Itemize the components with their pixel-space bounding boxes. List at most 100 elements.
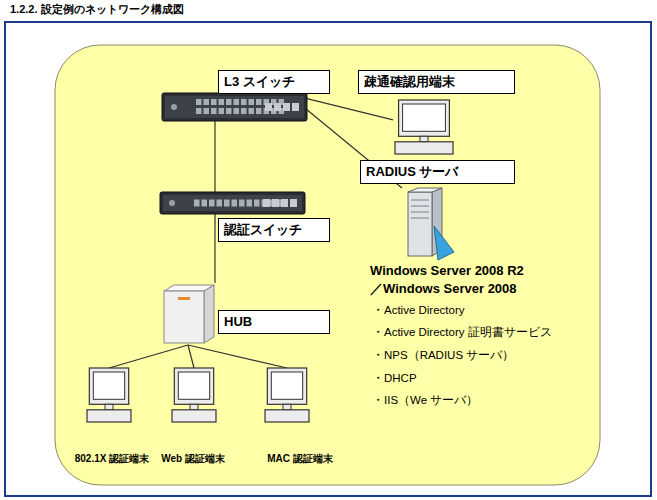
device-node: 疎通確認用端末 <box>393 100 455 155</box>
monitor-screen <box>403 104 446 131</box>
switch-uplink <box>263 199 270 207</box>
server-slot <box>411 200 429 201</box>
switch-port <box>211 99 217 105</box>
switch-port <box>256 108 262 114</box>
pc-base <box>265 410 309 422</box>
server-slot <box>411 206 429 207</box>
switch-port <box>234 99 240 105</box>
service-item: ・DHCP <box>372 370 417 386</box>
monitor-neck <box>283 404 291 410</box>
network-cable <box>214 121 215 192</box>
switch-port <box>239 200 245 207</box>
server-slot <box>411 212 429 213</box>
switch-port <box>226 99 232 105</box>
network-cable <box>188 345 287 368</box>
hub-logo <box>178 297 190 300</box>
switch-body <box>160 192 305 214</box>
device-label: 認証スイッチ <box>218 218 330 242</box>
terminal-label: Web 認証端末 <box>153 452 233 466</box>
monitor-neck <box>190 404 198 410</box>
monitor-case <box>174 368 213 404</box>
device-label: 疎通確認用端末 <box>358 70 515 94</box>
network-cable <box>188 345 194 368</box>
server-badge <box>434 226 454 260</box>
switch-port <box>241 99 247 105</box>
switch-port <box>232 200 238 207</box>
monitor-case <box>399 100 450 136</box>
device-label: L3 スイッチ <box>218 70 330 94</box>
switch-port <box>196 108 202 114</box>
switch-uplink <box>290 199 297 207</box>
device-node: Web 認証端末 <box>170 368 218 423</box>
switch-port <box>254 200 260 207</box>
device-icon <box>85 368 133 423</box>
server-top <box>408 188 442 192</box>
device-icon <box>263 368 311 423</box>
device-icon <box>402 188 454 260</box>
device-node: L3 スイッチ <box>162 93 307 121</box>
switch-port <box>211 108 217 114</box>
monitor-screen <box>93 372 124 399</box>
switch-logo <box>169 200 175 206</box>
network-cable <box>307 99 393 120</box>
hub-side <box>204 285 214 343</box>
device-node: 認証スイッチ <box>160 192 305 214</box>
device-icon <box>160 192 305 214</box>
switch-port <box>234 108 240 114</box>
pc-base <box>87 410 131 422</box>
server-slot <box>411 218 429 219</box>
switch-uplink <box>281 199 288 207</box>
switch-uplink <box>274 103 281 111</box>
switch-port <box>219 99 225 105</box>
switch-port <box>196 99 202 105</box>
monitor-neck <box>105 404 113 410</box>
figure-frame <box>5 22 651 496</box>
switch-panel <box>163 195 302 211</box>
device-node: MAC 認証端末 <box>263 368 311 423</box>
switch-port <box>217 200 223 207</box>
switch-port <box>249 99 255 105</box>
device-node: RADIUS サーバ <box>402 188 454 260</box>
server-front <box>408 192 432 256</box>
network-cable <box>214 214 215 283</box>
service-item: ・NPS（RADIUS サーバ） <box>372 347 514 363</box>
switch-port <box>204 108 210 114</box>
switch-uplink <box>292 103 299 111</box>
terminal-label: 802.1X 認証端末 <box>72 452 152 466</box>
switch-uplink <box>265 103 272 111</box>
switch-panel <box>165 96 304 118</box>
hub-front <box>164 291 204 343</box>
switch-port <box>226 108 232 114</box>
switch-port <box>219 108 225 114</box>
network-cable <box>109 345 188 368</box>
server-os-heading: Windows Server 2008 R2 ／Windows Server 2… <box>370 262 530 298</box>
switch-port <box>256 99 262 105</box>
monitor-screen <box>178 372 209 399</box>
device-node: 802.1X 認証端末 <box>85 368 133 423</box>
figure-title: 1.2.2. 設定例のネットワーク構成図 <box>10 2 184 17</box>
device-label: HUB <box>218 310 330 334</box>
switch-port <box>209 200 215 207</box>
switch-port <box>204 99 210 105</box>
device-icon <box>160 283 216 345</box>
device-node: HUB <box>160 283 216 345</box>
monitor-case <box>89 368 128 404</box>
service-item: ・IIS（We サーバ） <box>372 392 478 408</box>
switch-port <box>241 108 247 114</box>
switch-body <box>162 93 307 121</box>
switch-port <box>202 200 208 207</box>
switch-port <box>194 200 200 207</box>
network-area <box>55 45 600 485</box>
service-item: ・Active Directory 証明書サービス <box>372 324 552 340</box>
switch-port <box>247 200 253 207</box>
monitor-case <box>267 368 306 404</box>
terminal-label: MAC 認証端末 <box>260 452 340 466</box>
monitor-neck <box>420 136 428 142</box>
device-icon <box>393 100 455 155</box>
switch-port <box>249 108 255 114</box>
switch-logo <box>171 104 177 110</box>
device-icon <box>162 93 307 121</box>
